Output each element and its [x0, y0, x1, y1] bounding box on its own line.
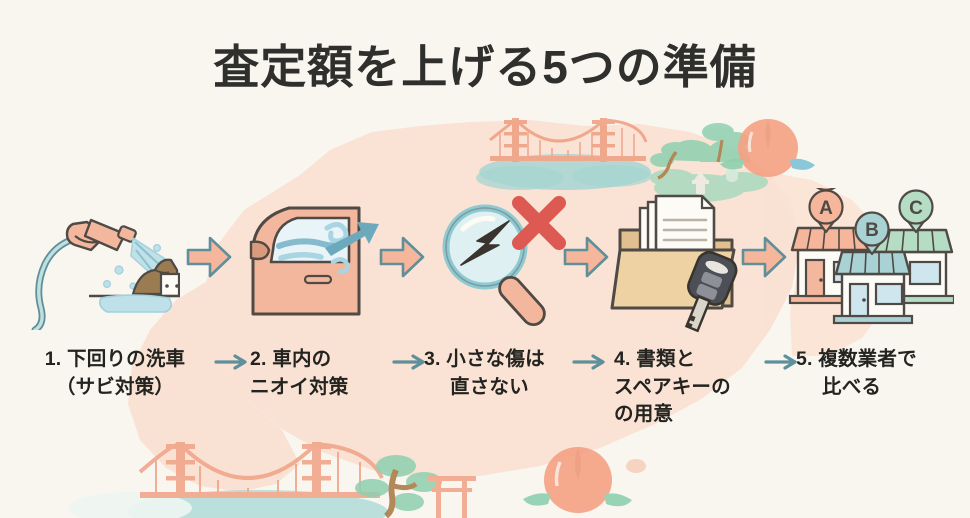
step-flow-arrow	[186, 236, 232, 278]
caption-line: ニオイ対策	[250, 375, 349, 398]
car-door-ventilation-icon	[249, 206, 379, 316]
step-flow-arrow	[741, 236, 787, 278]
caption-line: 1. 下回りの洗車	[44, 348, 186, 370]
pine-tree-bottom	[355, 455, 476, 518]
caption-line: （サビ対策）	[55, 375, 175, 398]
caption-flow-arrow	[392, 354, 425, 370]
pressure-washer-icon	[31, 218, 180, 330]
caption-line: 比べる	[822, 375, 882, 398]
caption-line: 3. 小さな傷は	[424, 348, 545, 370]
shop-marker-a: A	[807, 187, 844, 233]
caption-line: 4. 書類と	[614, 348, 696, 370]
step-5-caption: 5. 複数業者で 比べる	[796, 346, 946, 401]
torii-gate	[428, 476, 476, 518]
step-1-icon	[10, 180, 185, 340]
peach-top-right	[720, 119, 815, 177]
step-2-icon	[228, 180, 403, 340]
step-1-caption: 1. 下回りの洗車 （サビ対策）	[20, 346, 210, 401]
marker-c-label: C	[909, 198, 923, 219]
marker-b-label: B	[865, 220, 879, 241]
step-3-icon	[412, 180, 587, 340]
step-2-caption: 2. 車内の ニオイ対策	[250, 346, 390, 401]
caption-line: 5. 複数業者で	[796, 348, 917, 370]
caption-line: の用意	[614, 403, 674, 426]
step-5-icon: A B C	[782, 180, 957, 340]
caption-line: 2. 車内の	[250, 348, 332, 370]
shop-b	[832, 250, 913, 324]
step-3-caption: 3. 小さな傷は 直さない	[424, 346, 564, 401]
caption-flow-arrow	[572, 354, 605, 370]
caption-line: 直さない	[450, 375, 529, 398]
peach-bottom	[523, 447, 632, 513]
caption-line: スペアキーの	[614, 375, 731, 398]
step-icon-row: A B C	[0, 180, 970, 340]
three-shops-compare-icon: A B C	[788, 187, 954, 324]
step-4-caption: 4. 書類と スペアキーの の用意	[614, 346, 764, 429]
caption-flow-arrow	[764, 354, 797, 370]
caption-flow-arrow	[214, 354, 247, 370]
marker-a-label: A	[819, 198, 833, 219]
shop-marker-c: C	[897, 188, 934, 233]
magnifier-scratch-crossed-icon	[442, 196, 566, 327]
page-title: 査定額を上げる5つの準備	[213, 41, 757, 93]
step-caption-row: 1. 下回りの洗車 （サビ対策） 2. 車内の ニオイ対策 3. 小さな傷は 直…	[0, 346, 970, 456]
